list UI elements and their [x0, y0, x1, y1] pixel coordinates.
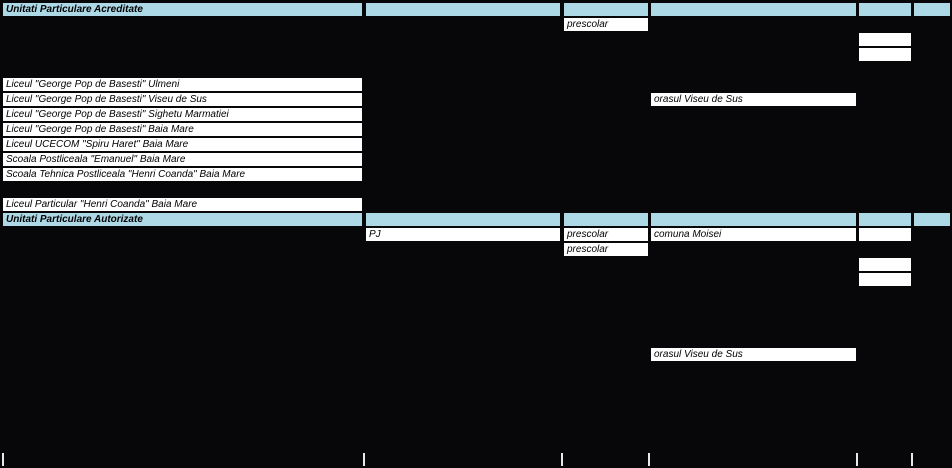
level-cell: prescolar [564, 243, 648, 256]
header-cell-col3 [564, 213, 648, 226]
blank-cell [859, 48, 911, 61]
school-name-cell: Liceul "George Pop de Basesti" Sighetu M… [3, 108, 362, 121]
locality-cell: orasul Viseu de Sus [651, 348, 856, 361]
blank-cell [859, 33, 911, 46]
locality-cell: orasul Viseu de Sus [651, 93, 856, 106]
header-cell-col6 [914, 213, 950, 226]
header-cell-col4 [651, 3, 856, 16]
section-title-acreditate: Unitati Particulare Acreditate [3, 3, 362, 16]
school-name-cell: Liceul "George Pop de Basesti" Baia Mare [3, 123, 362, 136]
header-cell-col3 [564, 3, 648, 16]
school-name-cell: Liceul Particular "Henri Coanda" Baia Ma… [3, 198, 362, 211]
column-tick [561, 453, 563, 466]
blank-cell [859, 228, 911, 241]
type-cell: PJ [366, 228, 560, 241]
column-tick [363, 453, 365, 466]
school-name-cell: Scoala Tehnica Postliceala "Henri Coanda… [3, 168, 362, 181]
header-cell-col4 [651, 213, 856, 226]
header-cell-col5 [859, 213, 911, 226]
header-cell-col5 [859, 3, 911, 16]
header-cell-col6 [914, 3, 950, 16]
school-name-cell: Liceul UCECOM "Spiru Haret" Baia Mare [3, 138, 362, 151]
section-title-autorizate: Unitati Particulare Autorizate [3, 213, 362, 226]
header-cell-col2 [366, 3, 560, 16]
column-tick [856, 453, 858, 466]
column-tick [648, 453, 650, 466]
locality-cell: comuna Moisei [651, 228, 856, 241]
blank-cell [859, 258, 911, 271]
level-cell: prescolar [564, 228, 648, 241]
level-cell: prescolar [564, 18, 648, 31]
header-cell-col2 [366, 213, 560, 226]
school-name-cell: Liceul "George Pop de Basesti" Viseu de … [3, 93, 362, 106]
blank-cell [859, 273, 911, 286]
school-name-cell: Liceul "George Pop de Basesti" Ulmeni [3, 78, 362, 91]
school-name-cell: Scoala Postliceala "Emanuel" Baia Mare [3, 153, 362, 166]
column-tick [2, 453, 4, 466]
column-tick [911, 453, 913, 466]
